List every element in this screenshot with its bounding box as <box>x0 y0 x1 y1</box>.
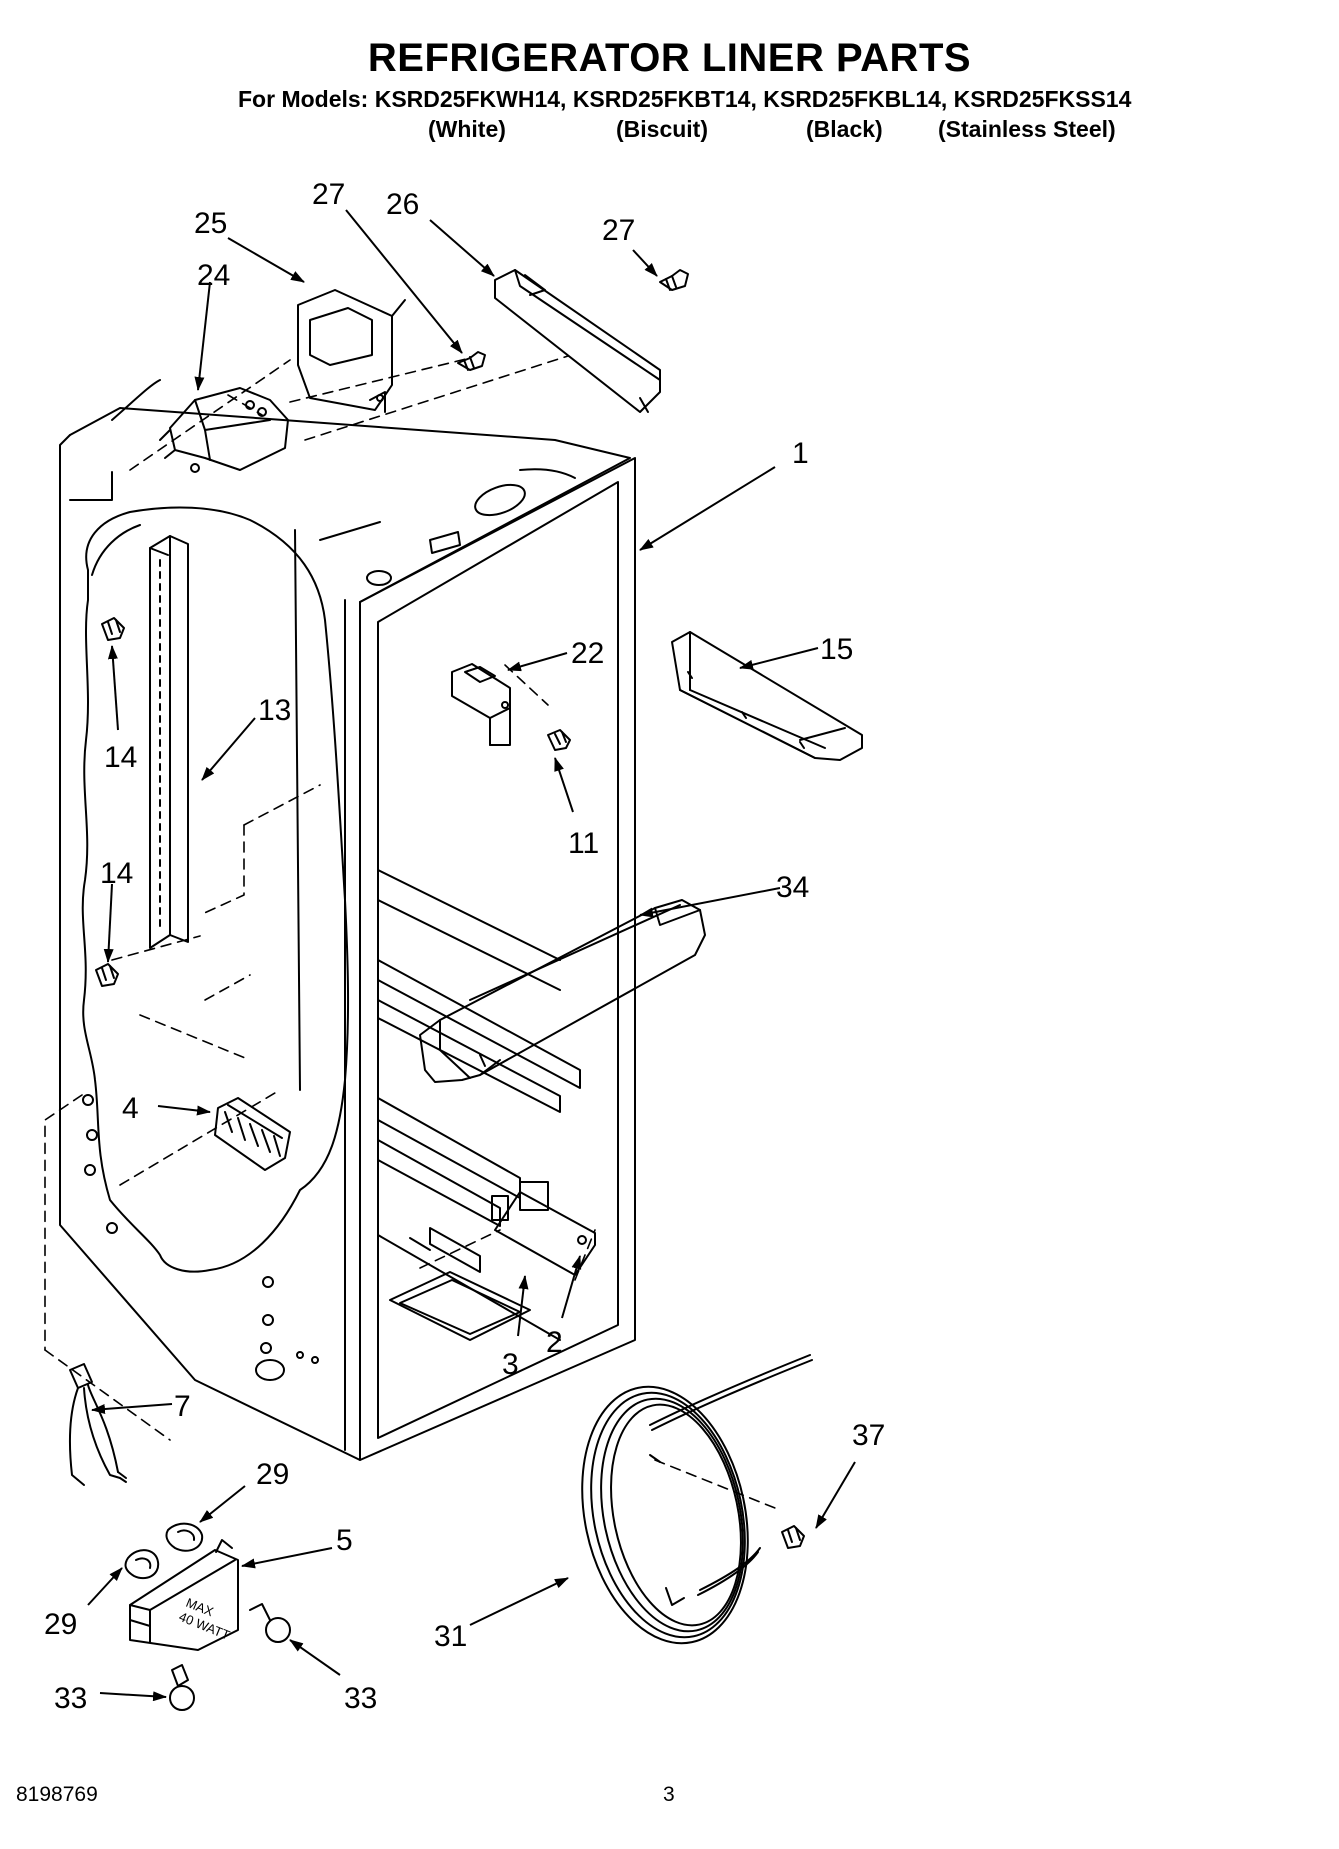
shelf-rail-part-13 <box>149 535 189 949</box>
leader-2 <box>561 1255 582 1319</box>
callout-leaders <box>87 209 856 1702</box>
callout-31: 31 <box>434 1620 467 1653</box>
callout-4: 4 <box>122 1092 139 1125</box>
callout-29b: 29 <box>44 1608 77 1641</box>
leader-14b <box>103 883 114 963</box>
crisper-pan-part-15 <box>671 631 863 761</box>
screw-part-14-lower <box>95 963 119 987</box>
leader-33a <box>289 1639 341 1676</box>
models-line: For Models: KSRD25FKWH14, KSRD25FKBT14, … <box>238 86 1132 112</box>
callout-29a: 29 <box>256 1458 289 1491</box>
color-white: (White) <box>428 116 506 142</box>
screw-part-14-upper <box>101 617 125 641</box>
leader-3 <box>517 1275 529 1337</box>
callout-14a: 14 <box>104 741 137 774</box>
cover-part-26 <box>494 269 661 413</box>
callout-27a: 27 <box>312 178 345 211</box>
liner-cabinet <box>59 379 636 1461</box>
wiring-harness-part-7 <box>69 1363 127 1486</box>
screw-part-27-left <box>457 351 486 371</box>
bulb-part-33-bottom <box>169 1664 195 1711</box>
callout-15: 15 <box>820 633 853 666</box>
leader-27a <box>345 209 463 354</box>
leader-14a <box>107 645 119 731</box>
leader-29b <box>87 1567 123 1606</box>
document-number: 8198769 <box>16 1783 98 1806</box>
leader-33b <box>99 1691 167 1702</box>
clip-part-29-upper <box>165 1522 204 1552</box>
callout-14b: 14 <box>100 857 133 890</box>
leader-26 <box>429 219 495 277</box>
callout-3: 3 <box>502 1348 519 1381</box>
alignment-lines <box>44 355 781 1511</box>
callout-24: 24 <box>197 259 230 292</box>
callout-13: 13 <box>258 694 291 727</box>
callout-33b: 33 <box>54 1682 87 1715</box>
leader-27b <box>632 249 658 277</box>
leader-25 <box>227 237 305 283</box>
callout-33a: 33 <box>344 1682 377 1715</box>
callout-11: 11 <box>568 827 599 860</box>
clip-part-29-lower <box>124 1549 160 1580</box>
leader-31 <box>469 1577 569 1626</box>
leader-7 <box>91 1403 173 1415</box>
screw-part-11 <box>547 729 571 751</box>
leader-1 <box>639 466 776 551</box>
callout-5: 5 <box>336 1524 353 1557</box>
color-biscuit: (Biscuit) <box>616 116 708 142</box>
callout-22: 22 <box>571 637 604 670</box>
callout-34: 34 <box>776 871 809 904</box>
bulb-part-33-right <box>249 1603 291 1643</box>
leader-15 <box>739 647 819 670</box>
page-title: REFRIGERATOR LINER PARTS <box>367 36 972 80</box>
light-socket-part-24 <box>159 387 289 473</box>
vent-part-4 <box>214 1097 291 1171</box>
leader-34 <box>639 887 781 918</box>
callout-27b: 27 <box>602 214 635 247</box>
callout-1: 1 <box>792 437 809 470</box>
bracket-part-22 <box>451 663 511 746</box>
callout-2: 2 <box>546 1326 563 1359</box>
leader-37 <box>815 1461 856 1529</box>
leader-22 <box>507 652 568 672</box>
color-black: (Black) <box>806 116 883 142</box>
socket-marking: MAX 40 WATT <box>177 1595 232 1643</box>
screw-part-37 <box>781 1525 805 1549</box>
leader-11 <box>554 757 574 813</box>
callout-labels: 27 26 27 25 24 1 22 15 13 14 11 14 34 4 … <box>44 178 885 1715</box>
leader-29a <box>199 1485 246 1523</box>
cover-part-34 <box>419 899 706 1083</box>
color-stainless-steel: (Stainless Steel) <box>938 116 1116 142</box>
page-number: 3 <box>663 1783 675 1806</box>
water-tube-coil-part-31 <box>581 1354 813 1645</box>
leader-24 <box>194 281 211 391</box>
callout-7: 7 <box>174 1390 191 1423</box>
callout-37: 37 <box>852 1419 885 1452</box>
callout-25: 25 <box>194 207 227 240</box>
leader-5 <box>241 1547 333 1569</box>
leader-4 <box>157 1105 211 1116</box>
callout-26: 26 <box>386 188 419 221</box>
leader-13 <box>201 717 256 781</box>
screw-part-27-right <box>659 269 689 291</box>
lamp-socket-part-5 <box>129 1539 239 1651</box>
light-bracket-part-25 <box>297 289 406 413</box>
